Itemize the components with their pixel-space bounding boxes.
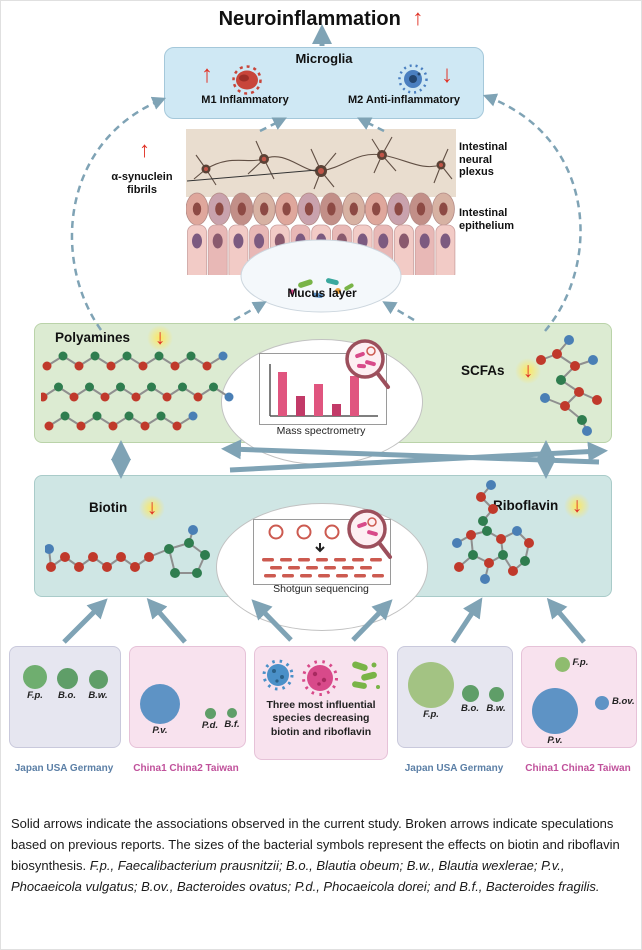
mucus-label: Mucus layer: [287, 286, 357, 300]
microglia-box: Microglia ↑ ↓ M1 Inflammatory M2 Anti-in…: [164, 47, 484, 119]
solid-arrow-box2-biotin: [146, 597, 187, 644]
alpha-up-arrow-icon: ↑: [139, 137, 150, 162]
species-circle: [488, 686, 504, 702]
species-circle: [595, 696, 609, 710]
cohort-box-china-1: P.v. P.d. B.f.: [129, 646, 246, 748]
shotgun-reads-icon: [262, 524, 384, 578]
species-label: B.w.: [88, 689, 108, 701]
cohort-footer: China1 China2 Taiwan: [525, 763, 631, 774]
title-up-arrow-icon: ↑: [412, 5, 424, 30]
species-label: F.p.: [27, 690, 43, 701]
m1-label: M1 Inflammatory: [201, 94, 289, 106]
cohort-box-japan-1: F.p. B.o. B.w.: [9, 646, 121, 748]
species-label: B.ov.: [612, 696, 635, 707]
green-microbe-icon: [352, 661, 380, 689]
polyamines-molecule-icon: [41, 351, 234, 431]
species-label: P.v.: [547, 735, 563, 746]
microbe-icons: [262, 659, 380, 696]
species-circle: [56, 667, 78, 689]
species-circle: [23, 665, 47, 689]
cohort-footer: China1 China2 Taiwan: [133, 763, 239, 774]
m1-up-arrow-icon: ↑: [201, 61, 213, 88]
species-label: B.f.: [224, 719, 240, 730]
mucus-dome: [240, 239, 402, 313]
neural-layer-bg: [186, 129, 456, 197]
riboflavin-molecule-icon: [452, 480, 534, 584]
scfas-molecule-icon: [536, 335, 602, 436]
species-circle: [88, 669, 108, 689]
cohort-box-japan-2: F.p. B.o. B.w.: [397, 646, 513, 748]
species-label: B.o.: [461, 702, 479, 714]
magnifier-icon: [347, 509, 392, 559]
polyamines-label: Polyamines: [55, 330, 131, 345]
cohort-footer: Japan USA Germany: [14, 763, 114, 774]
species-circle: [227, 708, 237, 718]
riboflavin-label: Riboflavin: [493, 498, 559, 513]
m2-down-arrow-icon: ↓: [441, 61, 453, 88]
m2-label: M2 Anti-inflammatory: [347, 94, 461, 106]
species-circle: [554, 656, 570, 672]
biotin-down-arrow-icon: ↓: [139, 495, 165, 521]
species-label: F.p.: [572, 657, 589, 668]
bar-chart-icon: [269, 364, 378, 417]
shotgun-panel: [253, 519, 391, 585]
cohort-footer: Japan USA Germany: [404, 763, 504, 774]
biotin-label: Biotin: [89, 500, 128, 515]
species-label: B.w.: [486, 702, 506, 714]
page-title: Neuroinflammation ↑: [1, 5, 641, 31]
species-circle: [140, 684, 180, 724]
species-label: P.v.: [152, 725, 168, 736]
species-label: B.o.: [58, 689, 76, 701]
cohort-box-china-2: F.p. B.ov. P.v.: [521, 646, 637, 748]
solid-arrow-box1-biotin: [62, 598, 108, 644]
species-circle: [461, 684, 479, 702]
riboflavin-down-arrow-icon: ↓: [564, 493, 590, 519]
solid-arrow-box3-riboflavin: [450, 597, 483, 644]
caption: Solid arrows indicate the associations o…: [11, 816, 620, 895]
shotgun-label: Shotgun sequencing: [273, 583, 369, 595]
epithelium-round-cells: [186, 192, 455, 226]
alpha-synuclein-label: α-synuclein fibrils: [111, 171, 173, 196]
title-text: Neuroinflammation: [218, 8, 401, 30]
biotin-molecule-icon: [45, 525, 210, 578]
species-label: F.p.: [423, 709, 439, 720]
influential-text: Three most influential species decreasin…: [266, 699, 376, 738]
species-circle: [204, 707, 216, 719]
species-label: P.d.: [201, 719, 219, 731]
neural-plexus-art: [193, 136, 453, 190]
m2-cell-icon: [398, 64, 428, 94]
blue-microbe-icon: [262, 659, 294, 691]
species-circle: [408, 662, 454, 708]
mass-spec-label: Mass spectrometry: [276, 425, 366, 437]
m1-cell-icon: [232, 65, 262, 95]
pink-microbe-icon: [302, 660, 338, 696]
mucus-bacteria-icons: [289, 278, 354, 299]
epithelium-label: Intestinal epithelium: [459, 207, 515, 232]
neural-plexus-label: Intestinal neural plexus: [459, 141, 508, 179]
magnifier-icon: [345, 339, 390, 389]
scfas-label: SCFAs: [461, 363, 505, 378]
microglia-title: Microglia: [295, 51, 353, 66]
species-circle: [532, 688, 578, 734]
dashed-arrow-polyamines-microglia: [70, 96, 167, 331]
solid-arrow-box4-riboflavin: [546, 597, 586, 644]
influential-box: Three most influential species decreasin…: [254, 646, 388, 760]
